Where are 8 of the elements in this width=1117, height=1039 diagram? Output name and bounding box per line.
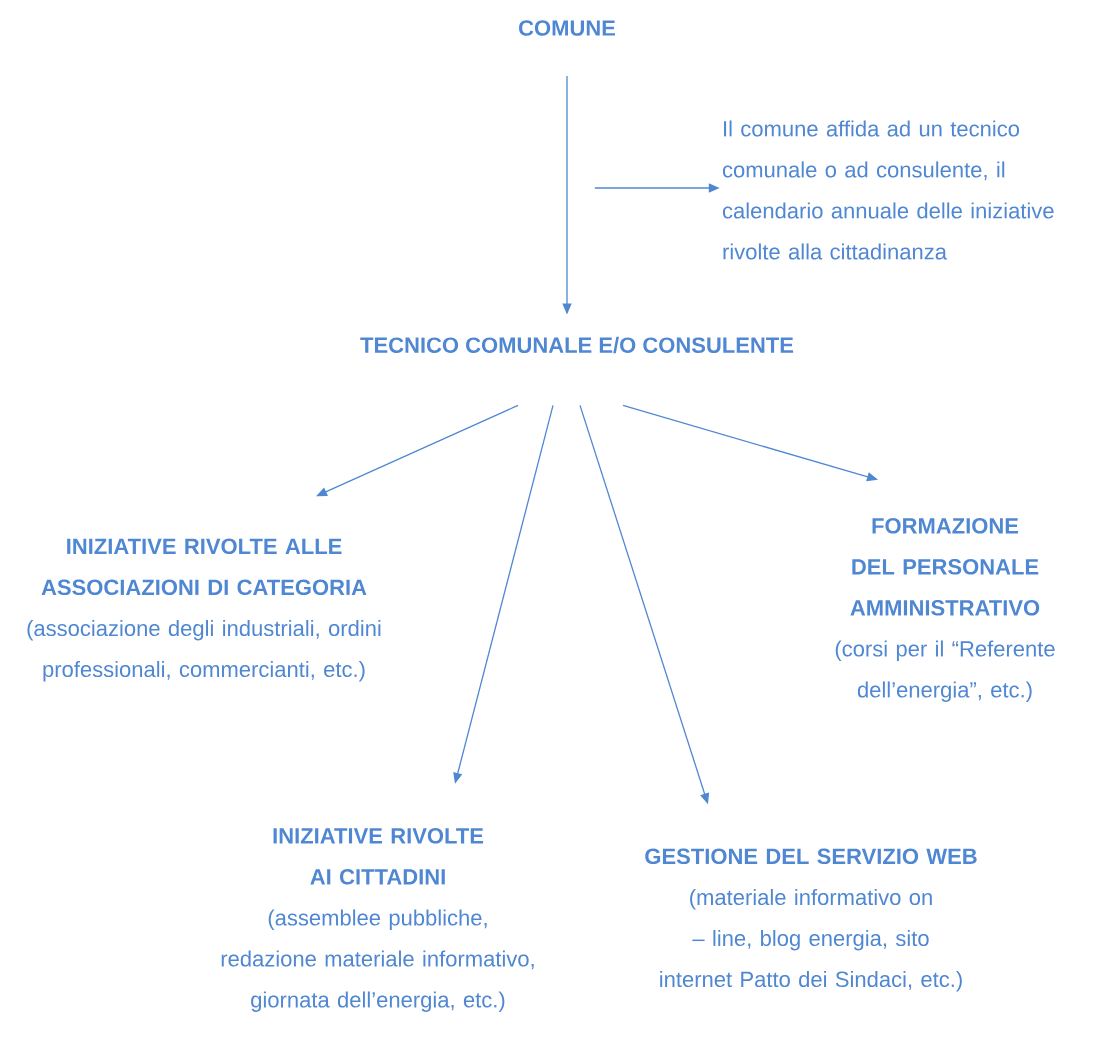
activity-text: INIZIATIVE RIVOLTE AI CITTADINI (assemblee pubbliche, redazione materiale informativo, giornata dell’energia, etc.)	[221, 828, 534, 1012]
arrow	[316, 404, 519, 497]
heading-text: TECNICO COMUNALE E/O CONSULENTE	[360, 336, 794, 354]
activity-text: FORMAZIONE DEL PERSONALE AMMINISTRATIVO (corsi per il “Referente dell’energia”, etc.)	[835, 518, 1055, 702]
activity-text: INIZIATIVE RIVOLTE ALLE ASSOCIAZIONI DI CATEGORIA (associazione degli industriali, ordini professionali, commercianti, etc.)	[27, 538, 381, 682]
heading-text: COMUNE	[519, 20, 616, 36]
activity-text: GESTIONE DEL SERVIZIO WEB (materiale informativo on – line, blog energia, sito internet Patto dei Sindaci, etc.)	[645, 848, 977, 992]
description-text: Il comune affida ad un tecnico comunale o ad consulente, il calendario annuale delle iniziative rivolte alla cittadinanza	[722, 120, 1054, 260]
